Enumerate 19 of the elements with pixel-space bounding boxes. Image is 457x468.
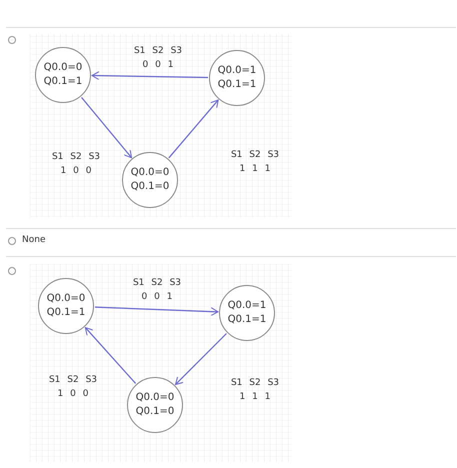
state-label: Q0.0=0 Q0.1=1	[42, 61, 84, 89]
edge-label: S1 S2 S3 0 0 1	[133, 45, 183, 72]
edge-label: S1 S2 S3 1 0 0	[48, 374, 98, 401]
arrow	[175, 333, 227, 385]
state-label: Q0.0=0 Q0.1=0	[130, 166, 170, 194]
edge-label: S1 S2 S3 1 1 1	[230, 149, 280, 176]
state-label: Q0.0=1 Q0.1=1	[216, 64, 258, 92]
arrow	[94, 306, 219, 316]
arrow	[84, 327, 136, 384]
option-text: None	[22, 235, 46, 245]
state-label: Q0.0=0 Q0.1=1	[46, 292, 86, 320]
arrow	[168, 100, 219, 158]
edge-label: S1 S2 S3 1 1 1	[230, 377, 280, 404]
state-label: Q0.0=1 Q0.1=1	[226, 299, 268, 327]
state-label: Q0.0=0 Q0.1=0	[134, 391, 176, 419]
edge-label: S1 S2 S3 1 0 0	[51, 151, 101, 178]
arrow	[92, 71, 208, 80]
edge-label: S1 S2 S3 0 0 1	[132, 277, 182, 304]
arrow	[81, 96, 132, 158]
